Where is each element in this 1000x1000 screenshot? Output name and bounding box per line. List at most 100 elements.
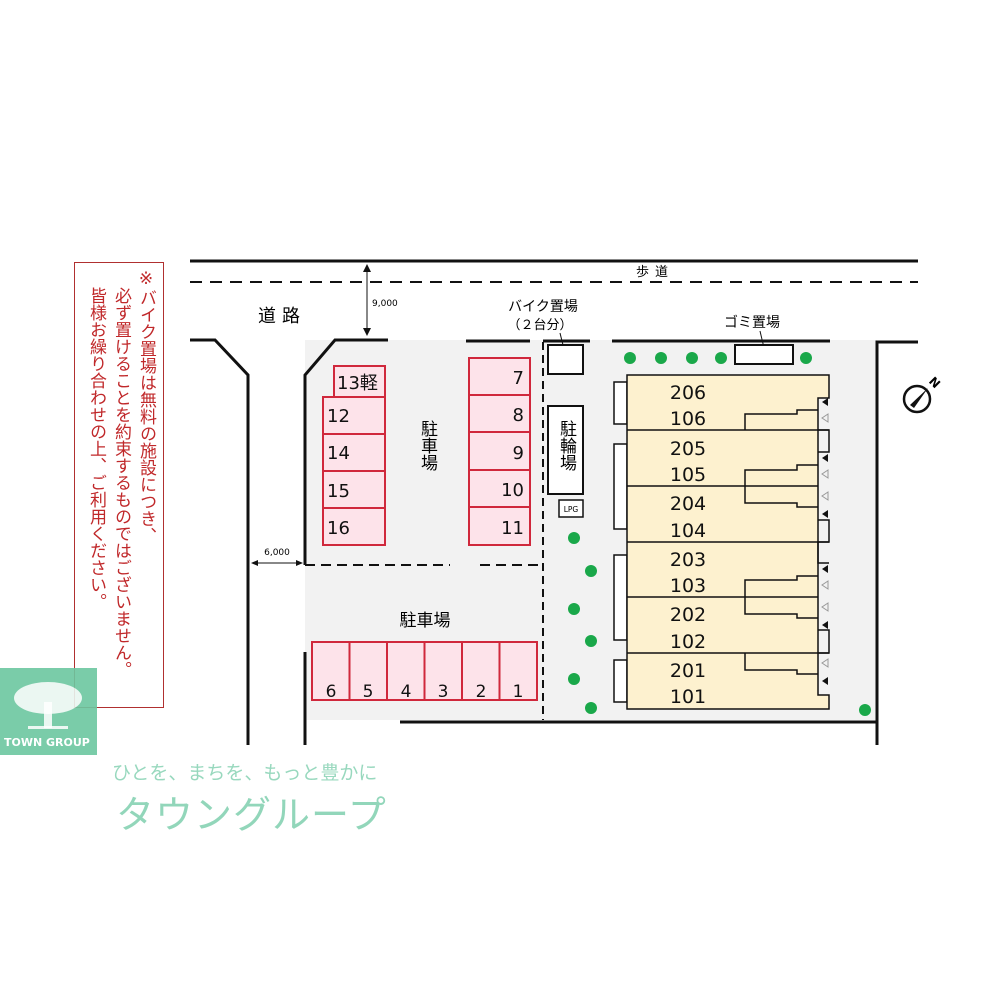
balcony: [613, 381, 628, 425]
parking-label: 12: [327, 406, 350, 427]
bike-parking-capacity: （２台分）: [507, 318, 572, 333]
unit-label: 101: [670, 686, 706, 708]
parking-label: 6: [326, 682, 337, 702]
entrance-icon: [821, 491, 829, 501]
tree-icon: [655, 352, 667, 364]
trees: [568, 352, 871, 716]
stair-outline: [818, 629, 830, 654]
bike-parking-notice: ※バイク置場は無料の施設につき、 必ず置けることを約束するものではございません。…: [74, 262, 164, 708]
unit-label: 104: [670, 520, 706, 542]
entrance-icon: [822, 454, 828, 462]
parking-label: 8: [513, 405, 524, 426]
tree-icon: [568, 532, 580, 544]
unit-label: 201: [670, 660, 706, 682]
unit-label: 103: [670, 575, 706, 597]
bicycle-parking-box: [547, 405, 584, 495]
stair-outline: [744, 653, 818, 675]
parking-space-16: [322, 507, 386, 546]
tree-logo-icon: [14, 682, 82, 729]
side-road-width-label: 6,000: [264, 548, 290, 558]
parking-label: 7: [513, 368, 524, 389]
parking-space-6: [311, 641, 351, 701]
watermark-tagline: ひとを、まちを、もっと豊かに: [112, 762, 378, 784]
parking-right-column: [468, 357, 531, 546]
watermark-brand: タウングループ: [116, 793, 387, 837]
parking-space-3: [423, 641, 463, 701]
parking-label: 11: [501, 518, 524, 539]
unit-label: 105: [670, 464, 706, 486]
parking-label: 2: [476, 682, 487, 702]
unit-label: 203: [670, 549, 706, 571]
balcony: [613, 659, 628, 703]
parking-label: 3: [438, 682, 449, 702]
unit-labels: 206 106 205 105 204 104 203 103 202 102 …: [670, 382, 706, 708]
parking-space-15: [322, 470, 386, 509]
parking-space-13: [333, 365, 386, 398]
bike-parking-box: [547, 344, 584, 375]
side-road-right-edge: [303, 338, 388, 565]
garbage-label: ゴミ置場: [724, 314, 780, 331]
parking-bottom-row: [311, 641, 538, 701]
side-road-left-edge: [190, 338, 250, 745]
unit-label: 102: [670, 631, 706, 653]
parking-space-1: [498, 641, 538, 701]
tree-icon: [568, 673, 580, 685]
tree-icon: [624, 352, 636, 364]
bike-parking-label: バイク置場: [508, 299, 578, 315]
parking-space-7: [468, 357, 531, 396]
parking-label: 15: [327, 481, 350, 502]
entrance-icon: [822, 565, 828, 573]
entrance-icon: [822, 398, 828, 406]
unit-label: 204: [670, 493, 706, 515]
watermark-logo: TOWN GROUP: [0, 668, 97, 755]
parking-space-14: [322, 433, 386, 472]
unit-label: 206: [670, 382, 706, 404]
entrance-icon: [821, 602, 829, 612]
parking-space-12: [322, 396, 386, 435]
entrance-markers: [821, 398, 829, 685]
entrance-icon: [821, 413, 829, 423]
tree-icon: [800, 352, 812, 364]
north-arrow-icon: N: [902, 374, 943, 414]
tree-icon: [585, 702, 597, 714]
notice-line: 皆様お繰り合わせの上、ご利用ください。: [86, 287, 106, 610]
arrow-head-icon: [363, 264, 371, 336]
entrance-icon: [821, 469, 829, 479]
parking-label: 14: [327, 443, 350, 464]
parking-area-label-upper: 駐車場: [417, 420, 438, 472]
parking-area-label-lower: 駐車場: [400, 611, 451, 631]
balcony: [613, 443, 628, 530]
parking-label: 5: [363, 682, 374, 702]
parking-label: 10: [501, 480, 524, 501]
parking-label: 9: [513, 443, 524, 464]
entrance-icon: [821, 580, 829, 590]
parking-label: 1: [513, 682, 524, 702]
entrance-icon: [822, 510, 828, 518]
stair-outline: [744, 575, 818, 619]
parking-label: 13軽: [337, 373, 378, 394]
parking-label: 16: [327, 518, 350, 539]
lpg-box: [558, 499, 584, 518]
north-label: N: [926, 374, 943, 391]
parking-label: 4: [401, 682, 412, 702]
lot-right-edge: [875, 340, 918, 745]
parking-left-column: [322, 365, 386, 546]
stair-outline: [817, 519, 830, 564]
bicycle-parking-label: 駐輪場: [556, 420, 577, 472]
road-label: 道路: [258, 306, 306, 327]
tree-icon: [859, 704, 871, 716]
tree-icon: [568, 603, 580, 615]
unit-label: 205: [670, 438, 706, 460]
notice-line: 必ず置けることを約束するものではございません。: [111, 287, 131, 678]
road-width-label: 9,000: [372, 299, 398, 309]
stair-outline: [818, 429, 830, 453]
unit-label: 202: [670, 604, 706, 626]
parking-space-11: [468, 506, 531, 546]
tree-icon: [585, 565, 597, 577]
entrance-icon: [821, 658, 829, 668]
stair-outline: [744, 464, 818, 508]
stair-outline: [744, 409, 818, 430]
entrance-icon: [822, 677, 828, 685]
unit-label: 106: [670, 408, 706, 430]
